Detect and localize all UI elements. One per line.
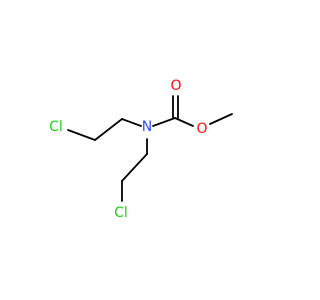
bond-layer: [67, 95, 233, 202]
atom-label-carbonyl-oxygen: O: [170, 78, 181, 94]
bond-c3-to-c4: [121, 153, 148, 182]
bond-ester-o-to-methyl: [209, 113, 233, 125]
bond-cl-top-to-c1: [67, 129, 96, 141]
atom-label-cl-bottom: Cl: [114, 205, 128, 221]
atom-label-cl-top: Cl: [49, 119, 63, 135]
bond-c2-to-nitrogen: [121, 118, 142, 127]
bond-c1-to-c2: [94, 118, 123, 141]
bond-nitrogen-to-carbonyl-c: [152, 117, 176, 127]
bond-carbonyl-c-to-ester-o: [174, 117, 194, 127]
atom-label-nitrogen: N: [142, 119, 152, 135]
atom-label-layer: Cl N O O Cl: [49, 78, 207, 221]
atom-label-ester-oxygen: O: [196, 121, 207, 137]
molecule-structure: Cl N O O Cl: [49, 78, 233, 221]
molecule-canvas: Cl N O O Cl: [49, 78, 233, 221]
